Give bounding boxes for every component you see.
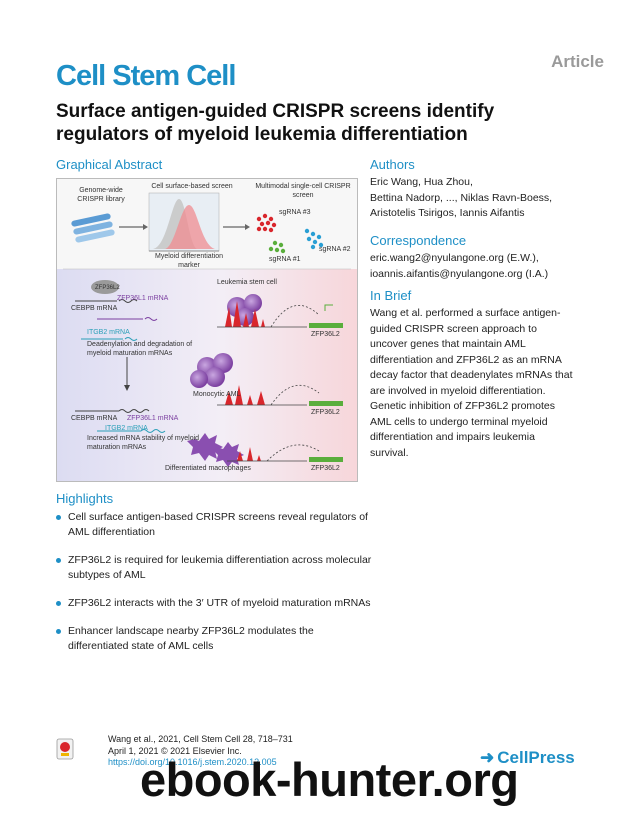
citation-date: April 1, 2021 © 2021 Elsevier Inc.	[108, 745, 242, 756]
monocytic-aml-icon	[190, 353, 233, 388]
graphical-abstract-drawing	[57, 179, 357, 481]
citation-block: Wang et al., 2021, Cell Stem Cell 28, 71…	[108, 734, 293, 769]
correspondence-emails: eric.wang2@nyulangone.org (E.W.), ioanni…	[370, 251, 610, 282]
email-link[interactable]: ioannis.aifantis@nyulangone.org (I.A.)	[370, 267, 549, 280]
cebpb-mrna-label-1: CEBPB mRNA	[71, 305, 118, 312]
citation-line: Wang et al., 2021, Cell Stem Cell 28, 71…	[108, 734, 293, 744]
highlights-list: Cell surface antigen-based CRISPR screen…	[56, 510, 376, 667]
cebpb-mrna-label-2: CEBPB mRNA	[71, 415, 118, 422]
check-for-updates-icon[interactable]	[56, 738, 74, 760]
sgrna-3-label: sgRNA #3	[279, 209, 311, 216]
accessibility-peaks-1	[225, 301, 265, 327]
sgrna-1-label: sgRNA #1	[269, 256, 301, 263]
screen-label: Cell surface-based screen	[151, 183, 233, 190]
gene-bar-2	[309, 401, 343, 406]
authors-heading: Authors	[370, 157, 415, 172]
publisher-logo: ➜CellPress	[480, 748, 575, 767]
bullet-icon	[56, 558, 61, 563]
author-line: Eric Wang, Hua Zhou,	[370, 176, 473, 188]
sgrna-cluster-1	[268, 240, 286, 254]
graphical-abstract-heading: Graphical Abstract	[56, 157, 163, 172]
zfp36l1-mrna-label-2: ZFP36L1 mRNA	[127, 415, 179, 422]
deadenylation-label: Deadenylation and degradation of myeloid…	[87, 341, 193, 357]
email-link[interactable]: eric.wang2@nyulangone.org (E.W.),	[370, 252, 539, 264]
in-brief-text: Wang et al. performed a surface antigen-…	[370, 307, 573, 459]
macrophages-label: Differentiated macrophages	[165, 465, 251, 472]
histogram-plot	[148, 192, 220, 252]
stability-label: Increased mRNA stability of myeloid matu…	[87, 435, 200, 451]
correspondence-heading: Correspondence	[370, 233, 467, 248]
gene-bar-1	[309, 323, 343, 328]
highlight-item: ZFP36L2 interacts with the 3′ UTR of mye…	[56, 596, 376, 611]
mrna-strands-1	[75, 299, 158, 341]
zfp36l1-mrna-label-1: ZFP36L1 mRNA	[117, 295, 169, 302]
highlight-item: Enhancer landscape nearby ZFP36L2 modula…	[56, 624, 376, 654]
accessibility-peaks-3	[237, 447, 261, 461]
itgb2-mrna-label-1: ITGB2 mRNA	[87, 329, 130, 336]
highlights-heading: Highlights	[56, 491, 114, 506]
watermark-text: ebook-hunter.org	[140, 753, 519, 806]
itgb2-mrna-label-2: ITGB2 mRNA	[105, 425, 148, 432]
sgrna-cluster-3	[256, 213, 277, 233]
gene-label-1: ZFP36L2	[311, 331, 340, 338]
lsc-label: Leukemia stem cell	[217, 279, 277, 286]
sgrna-2-label: sgRNA #2	[319, 246, 351, 253]
zfp36l2-protein-label: ZFP36L2	[95, 285, 120, 291]
accessibility-peaks-2	[225, 385, 265, 405]
author-line: Bettina Nadorp, ..., Niklas Ravn-Boess,	[370, 191, 553, 204]
bullet-icon	[56, 515, 61, 520]
library-tubes-icon	[71, 213, 115, 243]
gene-bar-3	[309, 457, 343, 462]
gene-label-2: ZFP36L2	[311, 409, 340, 416]
paper-title: Surface antigen-guided CRISPR screens id…	[56, 101, 495, 145]
marker-label: Myeloid differentiation marker	[155, 253, 223, 269]
author-line: Aristotelis Tsirigos, Iannis Aifantis	[370, 207, 525, 219]
highlight-item: Cell surface antigen-based CRISPR screen…	[56, 510, 376, 540]
journal-logo: Cell Stem Cell	[56, 60, 236, 92]
monocytic-aml-label: Monocytic AML	[193, 391, 241, 398]
graphical-abstract-figure: Genome-wide CRISPR library Cell surface-…	[56, 178, 358, 482]
authors-list: Eric Wang, Hua Zhou, Bettina Nadorp, ...…	[370, 175, 600, 222]
in-brief-heading: In Brief	[370, 288, 412, 303]
sgrna-cluster-2	[304, 228, 324, 250]
cellpress-icon: ➜	[480, 748, 495, 767]
bullet-icon	[56, 629, 61, 634]
doi-link[interactable]: https://doi.org/10.1016/j.stem.2020.12.0…	[108, 757, 277, 767]
highlight-item: ZFP36L2 is required for leukemia differe…	[56, 553, 376, 583]
single-cell-label: Multimodal single-cell CRISPR screen	[255, 183, 351, 199]
library-label: Genome-wide CRISPR library	[77, 187, 125, 203]
zfp36l2-protein-icon	[91, 280, 119, 294]
mrna-strands-2	[75, 409, 166, 433]
article-type-tag: Article	[551, 52, 604, 71]
bullet-icon	[56, 601, 61, 606]
gene-label-3: ZFP36L2	[311, 465, 340, 472]
